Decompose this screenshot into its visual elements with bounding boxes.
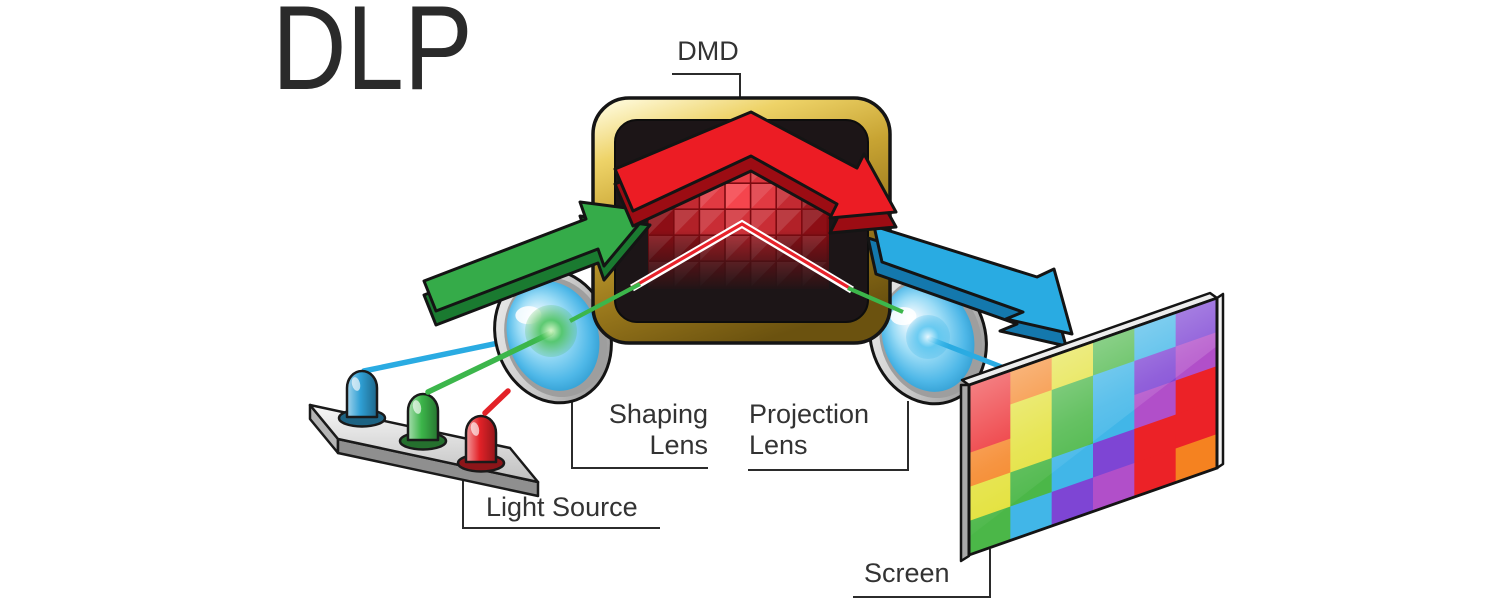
light-path-beam <box>569 219 904 323</box>
green-arrow <box>422 200 652 327</box>
shaping-lens-label: Shaping Lens <box>608 399 708 461</box>
projection-lens-leader-line <box>748 401 909 471</box>
dmd-leader-line <box>672 73 741 97</box>
red-led-beam <box>482 388 511 416</box>
screen-pixel <box>1175 365 1218 416</box>
blue-arrow <box>866 224 1074 348</box>
green-led-beam <box>425 305 577 395</box>
projection-lens-label: Projection Lens <box>749 399 870 461</box>
shaping-lens-leader-line <box>571 396 708 469</box>
leader-lines <box>462 73 991 598</box>
projection-lens-highlight <box>890 307 917 326</box>
screen-pixel <box>1175 399 1218 450</box>
led-green-highlight <box>412 400 422 414</box>
dmd-chip <box>591 96 892 345</box>
screen-leader-line <box>853 549 991 598</box>
screen-pixel <box>1134 414 1177 464</box>
led-red-highlight <box>470 422 480 436</box>
screen-panel <box>959 291 1225 563</box>
beam-green-tip-left <box>569 282 641 323</box>
light-source-base <box>308 328 559 498</box>
screen-label: Screen <box>864 558 950 588</box>
dmd-label: DMD <box>677 36 739 66</box>
projection-lens-focus-glow <box>906 315 950 359</box>
light-source-label: Light Source <box>486 492 638 522</box>
beam-green-tip-right <box>847 286 904 314</box>
light-source-leader-line <box>462 481 660 529</box>
projection-beam <box>906 315 1015 374</box>
led-red <box>456 414 506 473</box>
screen-gloss <box>969 298 1217 537</box>
led-green <box>398 392 448 451</box>
red-arrow <box>613 110 898 235</box>
screen-pixel-grid <box>967 295 1219 558</box>
screen-pixel <box>1093 428 1135 479</box>
led-blue <box>337 369 387 428</box>
shaping-lens-focus-glow <box>525 305 577 357</box>
led-blue-highlight <box>351 377 361 391</box>
page-title: DLP <box>272 0 473 115</box>
